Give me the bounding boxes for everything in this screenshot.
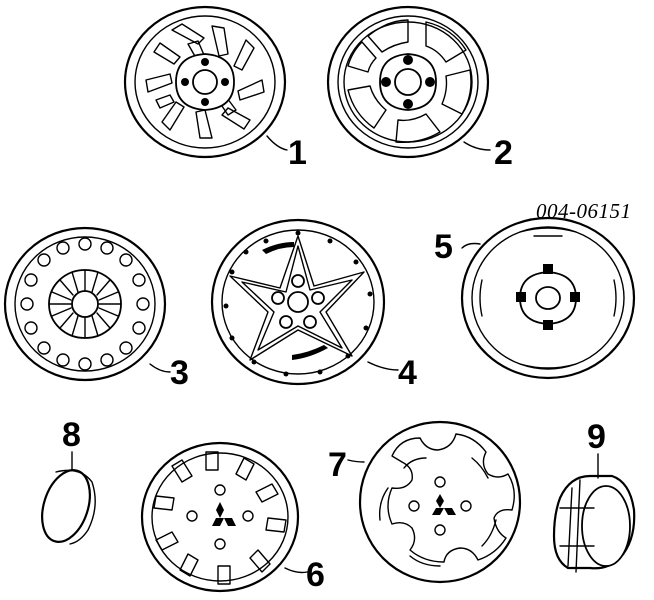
callout-5: 5 xyxy=(434,228,453,266)
wheel-part-4 xyxy=(210,218,386,386)
wheel-part-2 xyxy=(326,5,490,159)
wheel-part-3 xyxy=(3,226,167,382)
callout-8: 8 xyxy=(62,416,81,454)
catalog-code: 004-06151 xyxy=(536,199,632,223)
callout-7: 7 xyxy=(328,446,347,484)
callout-9: 9 xyxy=(587,418,606,456)
callout-4: 4 xyxy=(398,354,417,392)
callout-3: 3 xyxy=(170,354,189,392)
wheel-part-1 xyxy=(123,5,287,159)
leader-lines xyxy=(71,135,599,574)
center-cap-part-9 xyxy=(552,474,636,573)
callout-6: 6 xyxy=(306,556,325,594)
callout-2: 2 xyxy=(494,134,513,172)
callout-1: 1 xyxy=(288,134,307,172)
wheel-part-5 xyxy=(460,216,636,380)
center-cap-part-8 xyxy=(41,469,96,545)
wheel-cover-part-7 xyxy=(358,420,522,584)
hubcap-part-6 xyxy=(140,441,300,593)
